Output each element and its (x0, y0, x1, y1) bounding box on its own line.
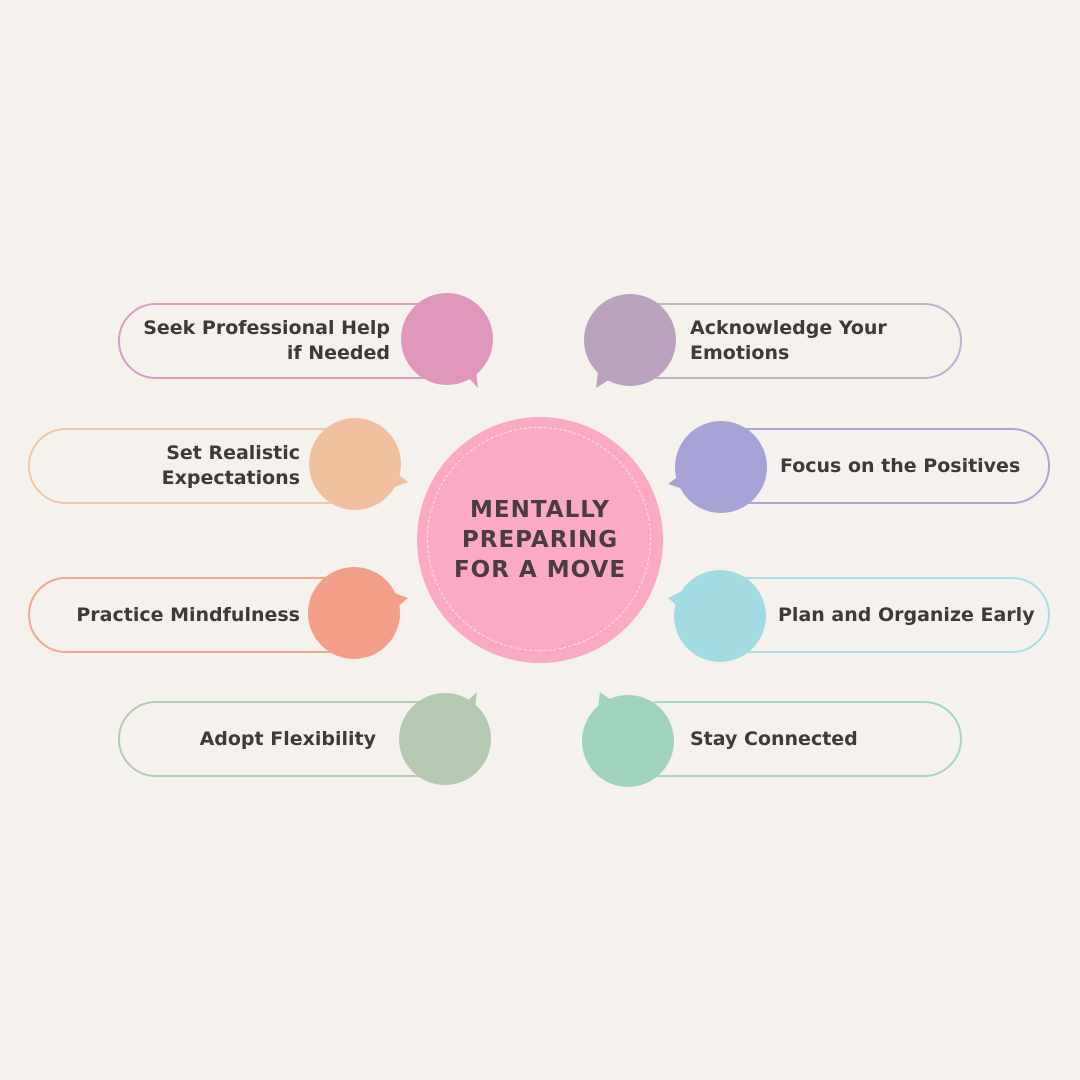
item-label-practice-mindfulness: Practice Mindfulness (76, 603, 300, 626)
item-label-adopt-flexibility: Adopt Flexibility (199, 727, 376, 750)
item-label-set-realistic-expectations: Set Realistic Expectations (161, 442, 300, 489)
hub-title: MENTALLY PREPARING FOR A MOVE (453, 497, 627, 583)
item-label-plan-organize-early: Plan and Organize Early (778, 603, 1035, 626)
item-label-seek-professional-help: Seek Professional Help if Needed (143, 317, 390, 364)
central-hub: MENTALLY PREPARING FOR A MOVE (417, 417, 663, 663)
item-label-acknowledge-emotions: Acknowledge Your Emotions (690, 317, 887, 364)
hub-dashed-ring (427, 427, 651, 651)
item-label-focus-positives: Focus on the Positives (780, 454, 1021, 477)
item-label-stay-connected: Stay Connected (690, 727, 858, 750)
